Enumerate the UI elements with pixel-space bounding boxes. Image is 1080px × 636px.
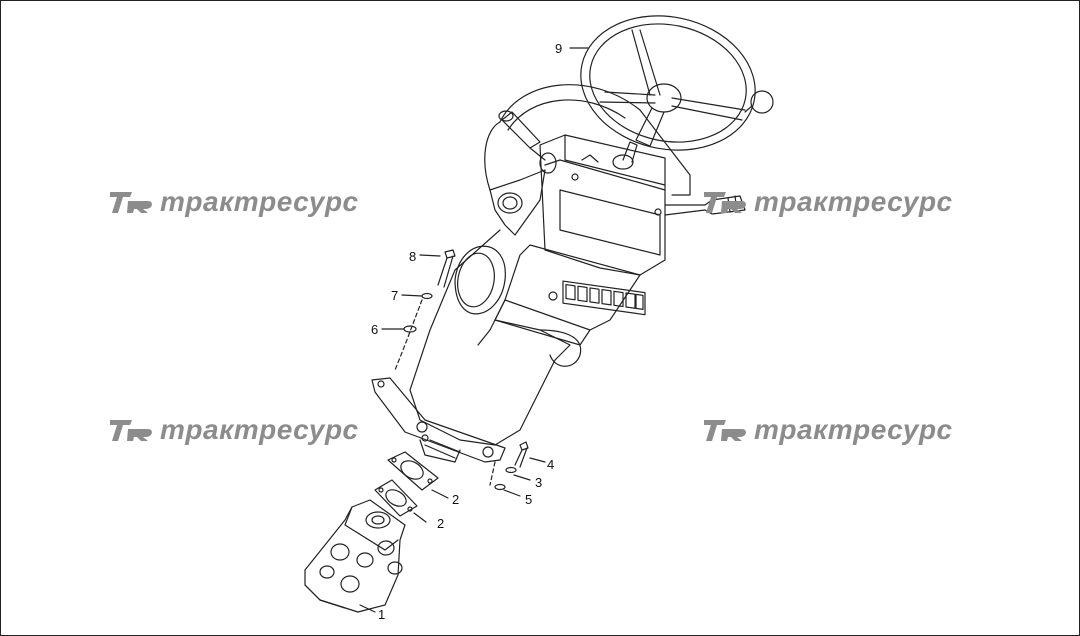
tr-logo-icon bbox=[110, 192, 152, 213]
hydraulic-steering-unit bbox=[304, 499, 406, 613]
watermark: трактресурс bbox=[108, 186, 359, 218]
watermark: трактресурс bbox=[108, 414, 359, 446]
watermark: трактресурс bbox=[702, 186, 953, 218]
tr-logo-icon bbox=[110, 420, 152, 441]
tr-logo-icon bbox=[704, 192, 746, 213]
column-shroud bbox=[484, 84, 691, 196]
callout-5: 5 bbox=[525, 492, 533, 507]
watermark-text: трактресурс bbox=[754, 414, 953, 445]
callout-2-upper: 2 bbox=[452, 492, 460, 507]
left-bracket bbox=[489, 152, 557, 236]
watermark-text: трактресурс bbox=[160, 414, 359, 445]
callout-7: 7 bbox=[391, 288, 399, 303]
steering-wheel bbox=[580, 15, 774, 151]
left-fasteners bbox=[394, 249, 456, 371]
leader-lines bbox=[359, 47, 589, 613]
tr-logo-icon bbox=[704, 420, 746, 441]
column-body bbox=[371, 229, 582, 463]
gasket-plates bbox=[374, 451, 439, 517]
callout-3: 3 bbox=[535, 475, 543, 490]
watermark-text: трактресурс bbox=[754, 186, 953, 217]
callout-6: 6 bbox=[371, 322, 379, 337]
watermark: трактресурс bbox=[702, 414, 953, 446]
callout-4: 4 bbox=[547, 457, 555, 472]
dash-console bbox=[494, 134, 746, 346]
callout-9: 9 bbox=[555, 41, 563, 56]
right-fasteners bbox=[489, 441, 529, 491]
callout-8: 8 bbox=[409, 249, 417, 264]
callout-1: 1 bbox=[378, 607, 386, 622]
callout-2-lower: 2 bbox=[437, 516, 445, 531]
watermark-text: трактресурс bbox=[160, 186, 359, 217]
